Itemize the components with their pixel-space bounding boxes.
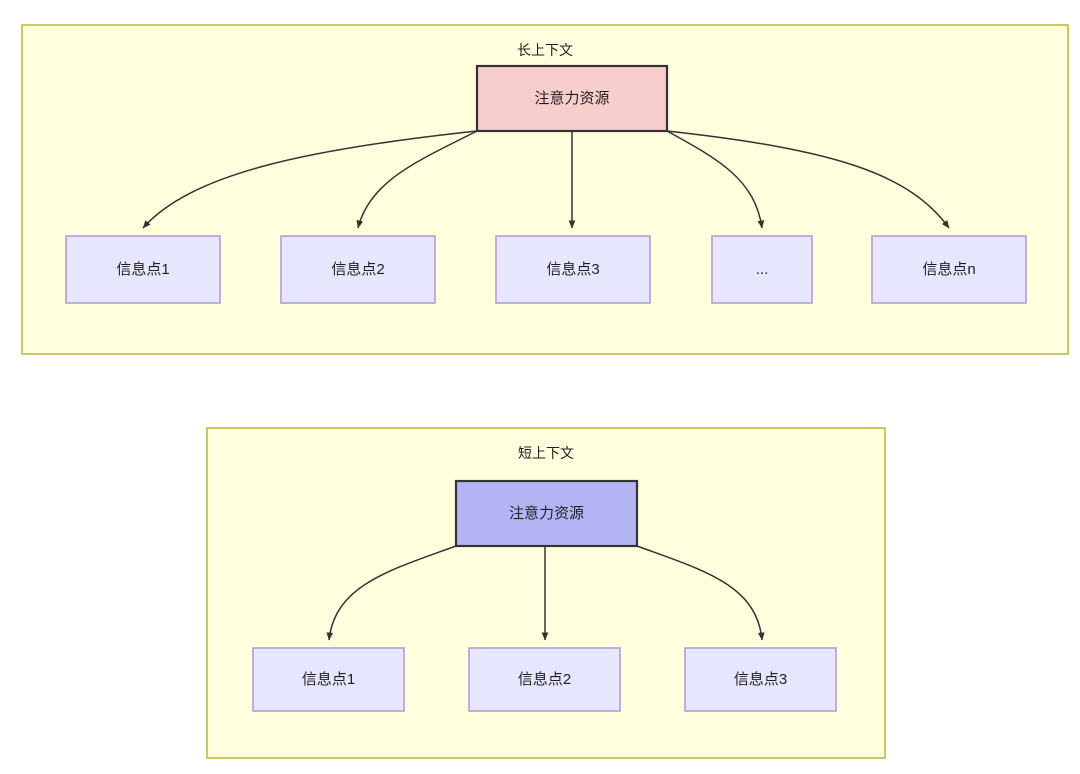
node-info-point-3[interactable] bbox=[495, 235, 651, 304]
edge-attention-resource-short-to-short-info-point-1 bbox=[326, 545, 457, 641]
node-short-info-point-3[interactable] bbox=[684, 647, 837, 712]
node-info-point-ellipsis[interactable] bbox=[711, 235, 813, 304]
edge-attention-resource-long-to-info-point-1 bbox=[142, 130, 478, 229]
node-attention-resource-long[interactable] bbox=[475, 64, 669, 133]
edge-attention-resource-short-to-short-info-point-3 bbox=[636, 545, 765, 641]
edge-attention-resource-long-to-info-point-2 bbox=[356, 130, 478, 229]
edges-layer bbox=[142, 130, 950, 641]
node-info-point-2[interactable] bbox=[280, 235, 436, 304]
edge-attention-resource-long-to-info-point-ellipsis bbox=[666, 130, 765, 229]
node-info-point-n[interactable] bbox=[871, 235, 1027, 304]
node-info-point-1[interactable] bbox=[65, 235, 221, 304]
group-title-long-context: 长上下文 bbox=[517, 42, 573, 58]
node-attention-resource-short[interactable] bbox=[454, 479, 639, 548]
group-title-short-context: 短上下文 bbox=[518, 445, 574, 461]
node-short-info-point-2[interactable] bbox=[468, 647, 621, 712]
edge-attention-resource-long-to-info-point-n bbox=[666, 130, 950, 229]
node-short-info-point-1[interactable] bbox=[252, 647, 405, 712]
nodes-layer bbox=[65, 64, 1027, 712]
